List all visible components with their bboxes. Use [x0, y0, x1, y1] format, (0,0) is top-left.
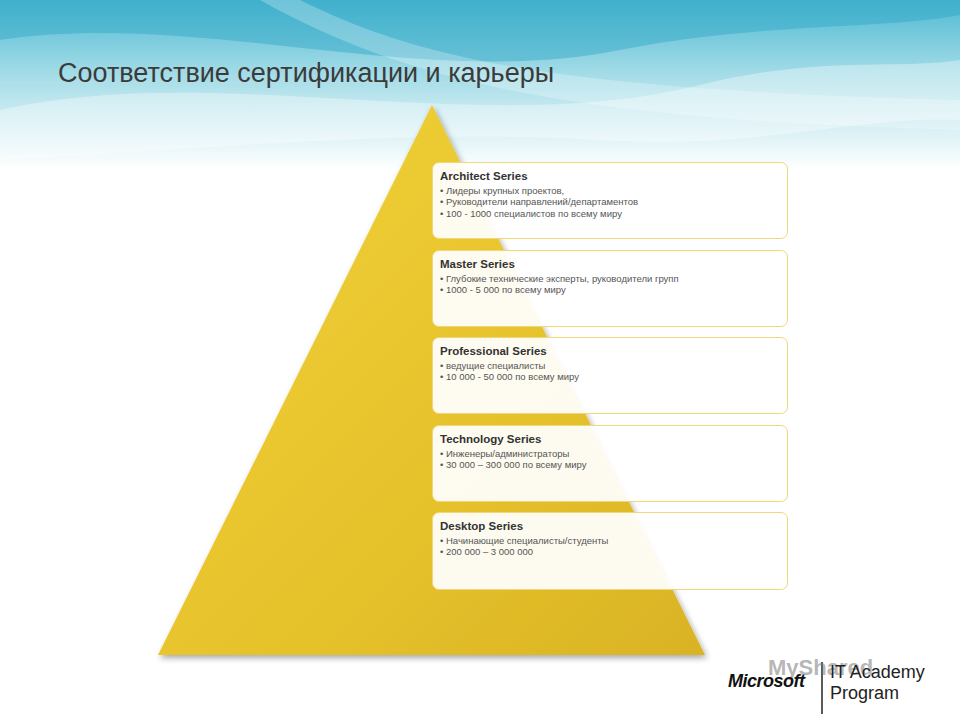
series-heading: Professional Series — [440, 345, 779, 357]
series-bullet: • 200 000 – 3 000 000 — [440, 546, 779, 557]
series-box: Master Series • Глубокие технические эксп… — [432, 250, 788, 327]
series-heading: Master Series — [440, 258, 779, 270]
series-heading: Architect Series — [440, 170, 779, 182]
program-name: IT Academy Program — [830, 662, 942, 703]
series-box: Professional Series • ведущие специалисты… — [432, 337, 788, 414]
header-band — [0, 0, 960, 170]
series-heading: Desktop Series — [440, 520, 779, 532]
series-bullet: • Руководители направлений/департаментов — [440, 196, 779, 207]
series-bullet: • Глубокие технические эксперты, руковод… — [440, 273, 779, 284]
series-box: Architect Series • Лидеры крупных проекто… — [432, 162, 788, 239]
series-bullet: • 10 000 - 50 000 по всему миру — [440, 371, 779, 382]
series-bullet: • 100 - 1000 специалистов по всему миру — [440, 208, 779, 219]
wave — [0, 0, 960, 61]
logo-text: Microsoft — [728, 671, 805, 692]
series-bullet: • 1000 - 5 000 по всему миру — [440, 284, 779, 295]
series-bullet: • 30 000 – 300 000 по всему миру — [440, 459, 779, 470]
series-bullet: • Начинающие специалисты/студенты — [440, 535, 779, 546]
series-heading: Technology Series — [440, 433, 779, 445]
series-box: Technology Series • Инженеры/администрато… — [432, 425, 788, 502]
series-bullet: • ведущие специалисты — [440, 360, 779, 371]
slide-title: Соответствие сертификации и карьеры — [58, 58, 554, 89]
series-bullet: • Лидеры крупных проектов, — [440, 185, 779, 196]
series-box: Desktop Series • Начинающие специалисты/с… — [432, 512, 788, 590]
series-bullet: • Инженеры/администраторы — [440, 448, 779, 459]
